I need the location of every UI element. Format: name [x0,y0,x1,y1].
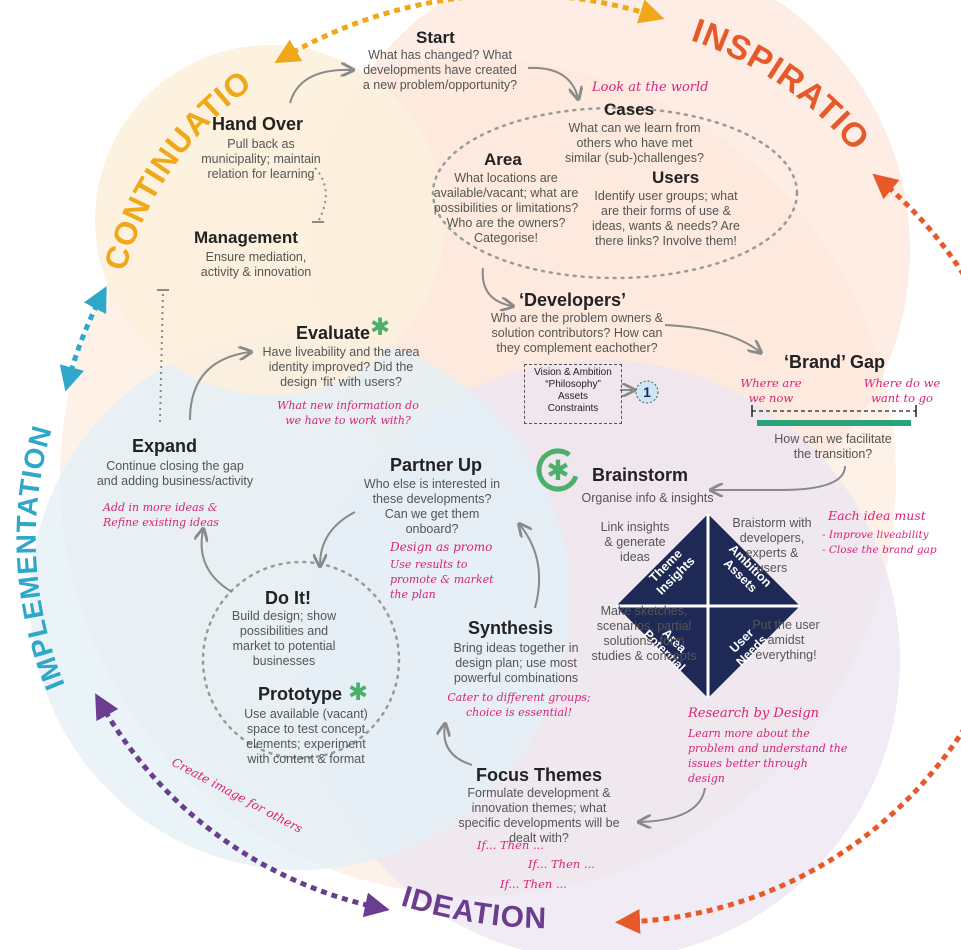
badge-one [635,380,659,404]
brand-gap-bar [757,420,911,426]
note-where-now: Where are we now [740,376,802,405]
note-design-promo-title: Design as promo [390,540,493,554]
cases-text: What can we learn from others who have m… [565,121,704,165]
note-if-then-2: If... Then ... [528,857,595,871]
synthesis-text: Bring ideas together in design plan; use… [453,641,579,685]
evaluate-asterisk-icon: ✱ [370,313,390,341]
users-text: Identify user groups; what are their for… [592,189,741,248]
prototype-asterisk-icon: ✱ [348,678,368,706]
cases-title: Cases [604,100,655,119]
note-look-world: Look at the world [592,80,709,95]
evaluate-text: Have liveability and the area identity i… [262,345,420,389]
note-cater: Cater to different groups; choice is ess… [447,691,591,719]
synthesis-title: Synthesis [468,618,554,638]
vision-box: Vision & Ambition “Philosophy” Assets Co… [524,364,622,424]
start-text: What has changed? What developments have… [362,48,518,92]
vision-line-2: “Philosophy” [545,379,601,390]
do-it-text: Build design; show possibilities and mar… [231,609,337,668]
start-title: Start [416,28,455,47]
note-where-go: Where do we want to go [863,376,941,405]
continuation-zone [95,45,445,395]
brand-gap-text: How can we facilitate the transition? [774,432,892,461]
prototype-text: Use available (vacant) space to test con… [244,707,368,766]
developers-text: Who are the problem owners & solution co… [490,311,664,355]
hand-over-title: Hand Over [212,114,304,134]
brainstorm-text: Organise info & insights [581,491,714,505]
developers-title: ‘Developers’ [519,290,627,310]
management-text: Ensure mediation, activity & innovation [200,250,312,279]
vision-line-4: Constraints [547,403,599,414]
diamond-link-text: Link insights & generate ideas [600,520,670,564]
brainstorm-title: Brainstorm [592,465,689,485]
implementation-arrow [59,286,107,392]
continuation-arrow [274,0,665,64]
brainstorm-icon: ✱ [536,448,580,492]
focus-themes-text: Formulate development & innovation theme… [458,786,620,845]
users-title: Users [652,168,700,187]
do-it-title: Do It! [265,588,311,608]
prototype-dotted-loop [201,560,401,760]
inspiration-dotted-loop [431,106,799,280]
note-if-then-1: If... Then ... [477,838,544,852]
hand-over-text: Pull back as municipality; maintain rela… [201,137,321,181]
area-text: What locations are available/vacant; wha… [433,171,579,245]
management-title: Management [194,228,298,247]
diamond-make-text: Make sketches, scenarios, partial soluti… [591,604,697,663]
diamond-brainstorm-text: Braistorm with developers, experts & use… [732,516,812,575]
svg-text:✱: ✱ [546,454,569,487]
diamond-put-text: Put the user amidst everything! [752,618,820,662]
note-research-body: Learn more about the problem and underst… [688,727,848,785]
area-title: Area [484,150,522,169]
vision-line-3: Assets [557,391,588,402]
partner-up-text: Who else is interested in these developm… [363,477,501,536]
svg-text:1: 1 [643,384,651,400]
ideation-arrow [95,693,390,918]
prototype-title: Prototype [258,684,343,704]
expand-text: Continue closing the gap and adding busi… [96,459,254,488]
note-each-idea-2: - Close the brand gap [822,544,937,556]
note-if-then-3: If... Then ... [500,877,567,891]
note-design-promo-body: Use results to promote & market the plan [390,558,494,601]
focus-themes-title: Focus Themes [476,765,603,785]
note-research-title: Research by Design [688,706,820,721]
brand-gap-title: ‘Brand’ Gap [784,352,886,372]
note-add-ideas: Add in more ideas & Refine existing idea… [103,501,219,529]
expand-title: Expand [132,436,198,456]
partner-up-title: Partner Up [390,455,483,475]
vision-line-1: Vision & Ambition [534,367,612,378]
evaluate-title: Evaluate [296,323,371,343]
note-new-info: What new information do we have to work … [277,399,419,427]
note-each-idea-title: Each idea must [828,508,926,523]
note-each-idea-1: - Improve liveability [822,529,929,541]
